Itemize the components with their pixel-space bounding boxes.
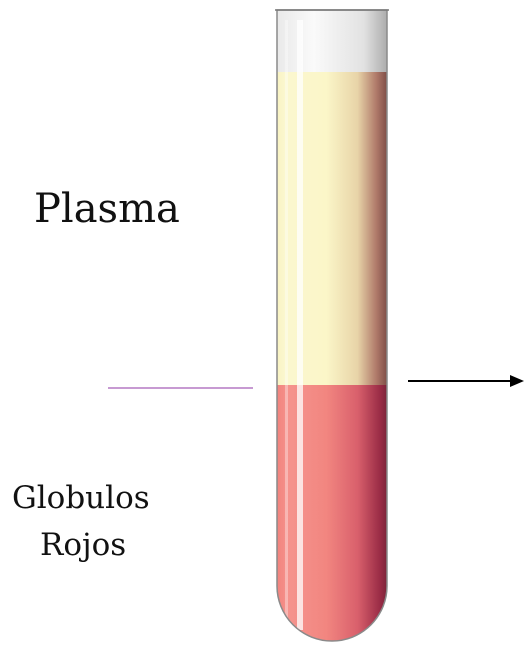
red-cells-layer	[277, 385, 387, 641]
arrow-right-icon	[408, 375, 524, 387]
test-tube-icon	[275, 9, 389, 642]
plasma-layer	[277, 72, 387, 385]
red-cells-label-line1: Globulos	[12, 480, 150, 516]
tube-outline	[276, 9, 388, 642]
tube-highlight	[297, 20, 303, 630]
tube-cap	[277, 10, 387, 72]
plasma-label: Plasma	[34, 186, 180, 232]
red-cells-label-line2: Rojos	[40, 527, 126, 563]
